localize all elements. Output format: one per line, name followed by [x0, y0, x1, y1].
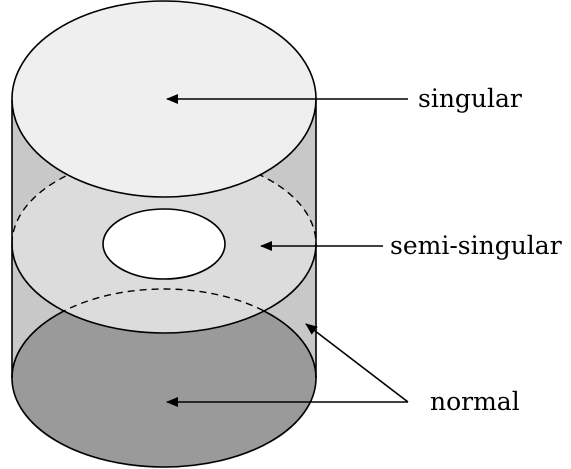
arrow-normal-band	[305, 323, 409, 403]
bottom-disk-back-edge	[11, 288, 317, 379]
middle-disk-hole	[102, 208, 226, 280]
label-singular: singular	[418, 84, 522, 113]
label-semi-singular: semi-singular	[390, 231, 562, 260]
middle-disk	[12, 155, 316, 333]
middle-disk-front-edge	[11, 243, 317, 334]
label-normal: normal	[430, 387, 520, 416]
